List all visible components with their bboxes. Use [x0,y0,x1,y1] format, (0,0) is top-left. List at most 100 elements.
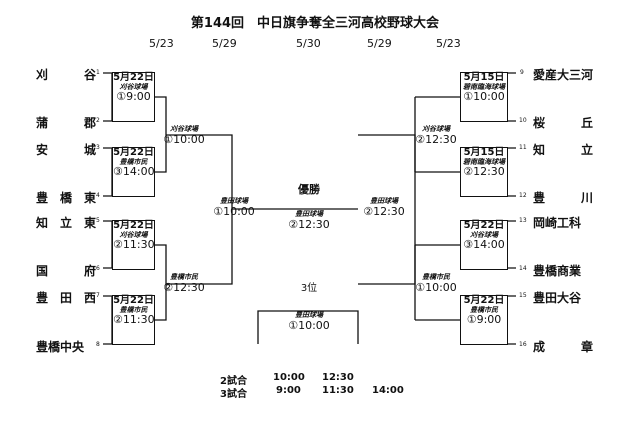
match-venue: 豊橋市民 [422,273,450,281]
match-venue: 刈谷球場 [119,230,148,239]
team-name: 愛産大三河 [533,68,594,82]
match-date: 5月22日 [463,295,505,306]
match-venue: 刈谷球場 [170,125,198,133]
third-place-info: 豊田球場 ①10:00 [283,311,335,332]
team-name: 知 立 東 [36,216,97,230]
match-time: ①9:00 [116,89,151,103]
page-title: 第144回 中日旗争奪全三河高校野球大会 [190,16,440,31]
match-venue: 豊田球場 [370,197,398,205]
match-time: ②12:30 [288,217,330,231]
team-name: 豊 川 [533,191,594,205]
third-place-label: 3位 [300,283,318,294]
date-r2-left: 5/29 [212,37,237,50]
match-time: ①9:00 [466,312,502,326]
team-number: 4 [96,192,100,199]
final-match-info: 優勝 [283,183,335,196]
match-time: ①10:00 [213,204,255,218]
match-time: ②12:30 [463,164,505,178]
match-box: 5月22日 刈谷球場 ③14:00 [460,220,508,270]
team-number: 13 [519,217,527,224]
team-number: 15 [519,292,527,299]
schedule-label: 2試合 [220,376,247,387]
match-time: ③14:00 [113,164,155,178]
team-name: 豊田大谷 [533,291,582,305]
schedule-time: 10:00 [273,372,305,383]
team-name: 成 章 [533,340,594,354]
match-date: 5月22日 [113,295,154,306]
match-box: 5月22日 豊橋市民 ①9:00 [460,295,508,345]
date-r1-right: 5/23 [436,37,461,50]
match-venue: 豊橋市民 [119,157,148,166]
semi-match-info: 豊田球場 ①10:00 [210,197,258,218]
match-time: ①10:00 [163,132,205,146]
team-number: 8 [96,341,100,348]
match-box: 5月22日 豊橋市民 ③14:00 [112,147,155,197]
team-number: 10 [519,117,527,124]
team-number: 5 [96,217,100,224]
team-number: 7 [96,292,100,299]
schedule-time: 9:00 [276,385,301,396]
team-name: 岡崎工科 [533,216,582,230]
match-venue: 豊田球場 [295,311,323,319]
match-box: 5月15日 碧南臨海球場 ①10:00 [460,72,508,122]
schedule-label: 3試合 [220,389,247,400]
date-r2-right: 5/29 [367,37,392,50]
team-name: 豊橋商業 [533,264,582,278]
match-date: 5月22日 [113,220,154,231]
r2-match-info: 刈谷球場 ①10:00 [160,125,208,146]
match-venue: 豊橋市民 [470,305,498,314]
r2-match-info: 豊橋市民 ①10:00 [412,273,460,294]
match-time: ③14:00 [463,237,505,251]
team-number: 9 [520,69,524,76]
match-time: ②12:30 [415,132,457,146]
match-time: ②12:30 [163,280,205,294]
match-venue: 豊橋市民 [119,305,148,314]
final-label: 優勝 [298,183,320,196]
team-number: 11 [519,144,527,151]
match-venue: 豊田球場 [220,197,248,205]
team-number: 16 [519,341,527,348]
match-time: ①10:00 [415,280,457,294]
match-venue: 刈谷球場 [470,230,498,239]
team-number: 3 [96,144,100,151]
match-venue: 豊橋市民 [170,273,198,281]
match-date: 5月22日 [113,72,154,83]
match-venue: 碧南臨海球場 [463,157,505,166]
team-number: 1 [96,69,100,76]
match-time: ②12:30 [363,204,405,218]
team-number: 12 [519,192,527,199]
team-name: 刈 谷 [36,68,97,82]
date-final: 5/30 [296,37,321,50]
match-box: 5月15日 碧南臨海球場 ②12:30 [460,147,508,197]
schedule-time: 11:30 [322,385,354,396]
match-date: 5月15日 [463,147,505,158]
final-venue-time: 豊田球場 ②12:30 [283,210,335,231]
semi-match-info: 豊田球場 ②12:30 [360,197,408,218]
team-name: 安 城 [36,143,97,157]
team-number: 2 [96,117,100,124]
match-date: 5月15日 [463,72,505,83]
r2-match-info: 豊橋市民 ②12:30 [160,273,208,294]
match-box: 5月22日 刈谷球場 ②11:30 [112,220,155,270]
date-r1-left: 5/23 [149,37,174,50]
match-time: ②11:30 [113,312,155,326]
match-venue: 豊田球場 [295,210,323,218]
match-box: 5月22日 豊橋市民 ②11:30 [112,295,155,345]
team-name: 国 府 [36,264,97,278]
match-time: ①10:00 [463,89,505,103]
team-name: 蒲 郡 [36,116,97,130]
match-venue: 碧南臨海球場 [463,82,505,91]
third-place-label-wrap: 3位 [283,283,335,294]
match-date: 5月22日 [113,147,154,158]
schedule-time: 12:30 [322,372,354,383]
team-name: 豊橋中央 [36,340,85,354]
match-venue: 刈谷球場 [119,82,148,91]
team-number: 14 [519,265,527,272]
match-venue: 刈谷球場 [422,125,450,133]
match-box: 5月22日 刈谷球場 ①9:00 [112,72,155,122]
match-date: 5月22日 [463,220,505,231]
r2-match-info: 刈谷球場 ②12:30 [412,125,460,146]
team-name: 豊 田 西 [36,291,97,305]
team-name: 知 立 [533,143,594,157]
schedule-time: 14:00 [372,385,404,396]
